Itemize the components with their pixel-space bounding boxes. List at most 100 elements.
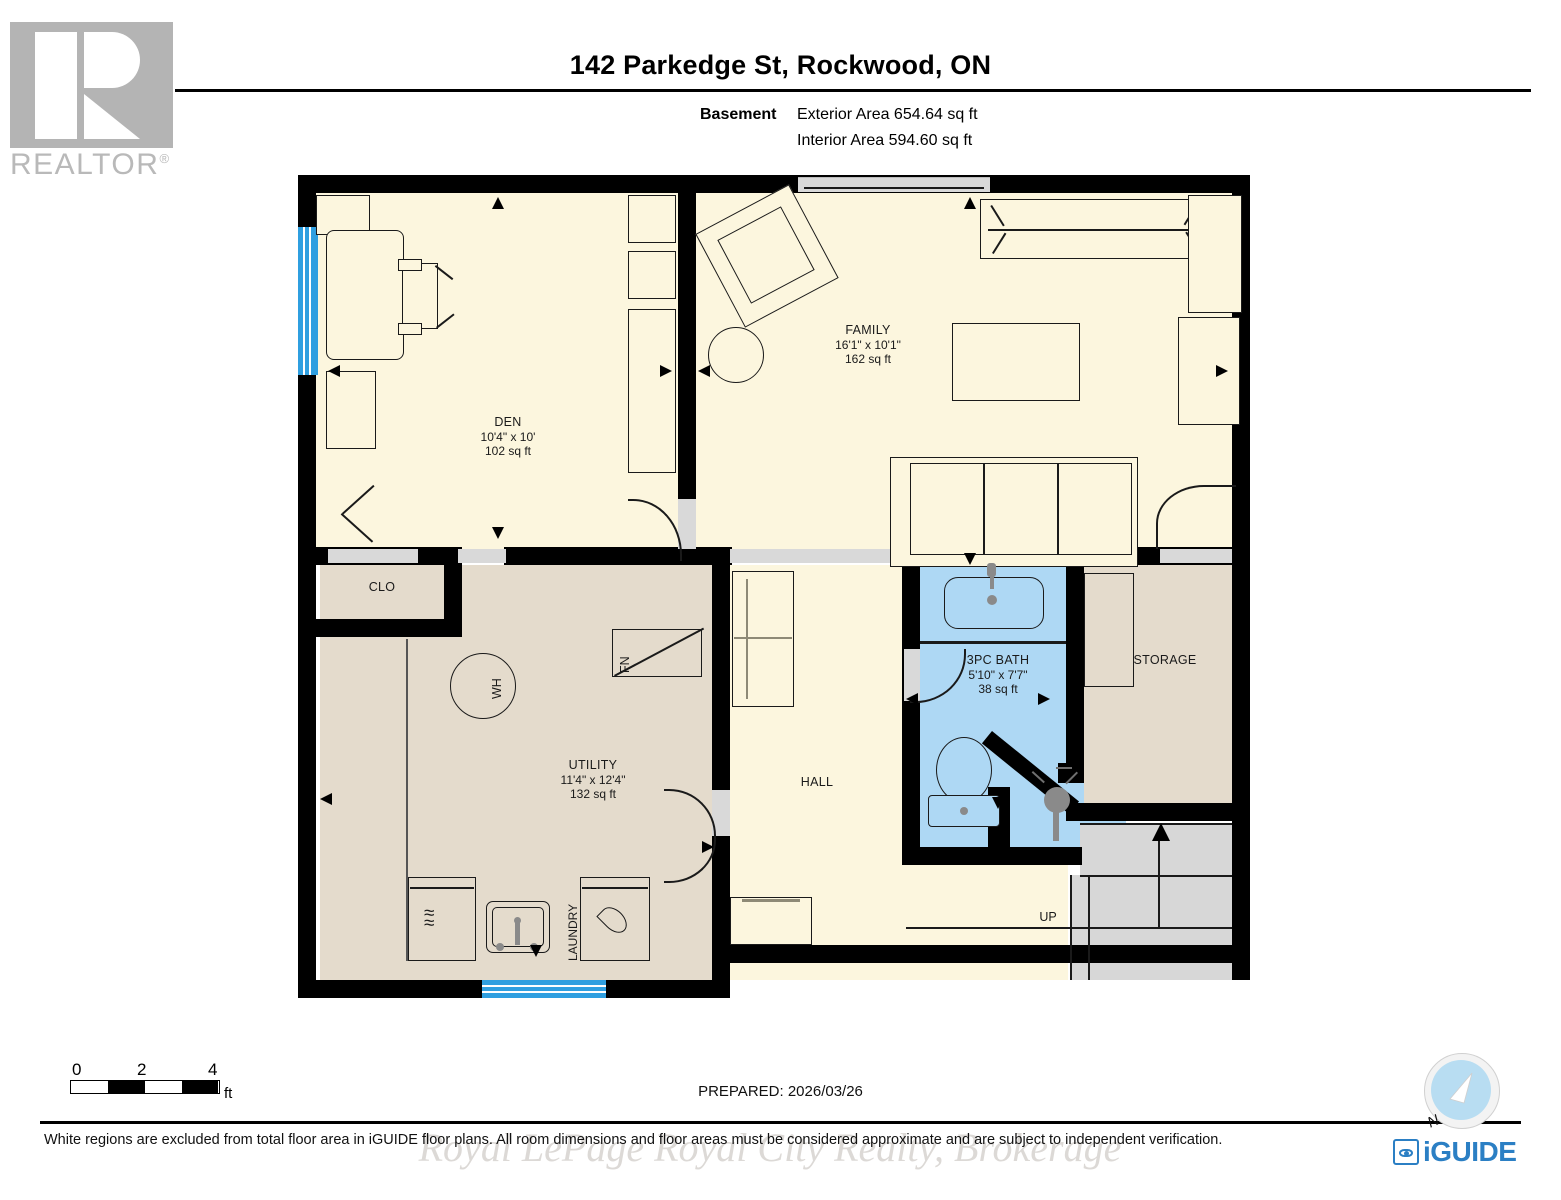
family-sofa-cushion-3 [1058,463,1132,555]
view-arrow-family-bottom [964,553,976,565]
laundry-sink-spout [515,923,520,945]
den-shelf-3 [628,309,676,473]
family-console-line [988,229,1202,231]
wall-storage-bottom [1066,803,1250,821]
hall-bench [730,897,812,945]
den-desk-edge-bottom [398,323,422,335]
stair-riser-1 [1070,875,1072,980]
bath-vanity-counter-line [920,641,1066,644]
family-shelf-right-top [1188,195,1242,313]
wall-bath-storage-lower [1058,763,1084,783]
washer-wave-icon: ≈≈ [424,903,435,934]
footer-divider [40,1121,1521,1124]
disclaimer-text: White regions are excluded from total fl… [44,1132,1223,1148]
toilet-tank [928,795,1000,827]
interior-area: Interior Area 594.60 sq ft [797,132,973,149]
family-sofa-cushion-2 [984,463,1058,555]
den-shelf-1 [628,195,676,243]
stair-tread-3 [906,927,1232,929]
exterior-wall-right-lower [1232,815,1250,963]
room-label-family: FAMILY 16'1" x 10'1" 162 sq ft [835,323,901,366]
window-laundry-bottom [482,980,606,998]
toilet-bowl [936,737,992,803]
scale-tick-0: 0 [72,1060,82,1079]
den-desk-edge-top [398,259,422,271]
toilet-flush-dot [960,807,968,815]
floor-plan: WH FN ≈≈ LAUNDRY UP [298,175,1250,1007]
opening-family-bottom [730,549,900,563]
prepared-date: PREPARED: 2026/03/26 [698,1083,863,1100]
den-shelf-2 [628,251,676,299]
view-arrow-utility-right [702,841,714,853]
stair-up-arrow-icon [1152,823,1170,841]
room-label-hall: HALL [800,775,834,789]
exterior-area: Exterior Area 654.64 sq ft [797,106,978,123]
laundry-sink-knob-l [496,943,504,951]
view-arrow-bath-left [906,693,918,705]
scale-bar [70,1080,220,1094]
wall-clo-bottom [298,619,462,637]
realtor-wordmark: REALTOR® [10,148,171,181]
stair-riser-2 [1088,875,1090,980]
view-arrow-shower-right [1038,693,1050,705]
opening-den-bottom-left [328,549,418,563]
window-family-top [798,177,990,192]
den-cabinet-top [316,195,370,235]
view-arrow-family-right [1216,365,1228,377]
view-arrow-den-left [328,365,340,377]
exterior-wall-top [298,175,1250,193]
view-arrow-den-top [492,197,504,209]
washer-top-line [410,887,474,889]
view-arrow-family-top [964,197,976,209]
wall-den-family [678,193,696,499]
water-heater [450,653,516,719]
family-sofa-cushion-1 [910,463,984,555]
stair-direction-line [1158,835,1160,927]
shower-pipe [1053,809,1059,841]
view-arrow-utility-left [320,793,332,805]
stairs-up-label: UP [1039,910,1057,924]
family-corner-swing [1156,485,1236,549]
dryer-top-line [582,887,648,889]
shower-spray-2 [1056,767,1072,769]
wall-clo-right [444,547,462,637]
family-round-table [708,327,764,383]
compass-needle-icon [1449,1072,1473,1104]
room-label-clo: CLO [368,580,396,594]
scale-tick-4: 4 [208,1060,218,1079]
title-divider [175,89,1531,92]
room-label-storage: STORAGE [1133,653,1197,667]
dryer [580,877,650,961]
den-bed [326,230,404,360]
laundry-label: LAUNDRY [566,903,580,961]
iguide-logo: iGUIDE [1393,1135,1533,1169]
stair-tread-2 [1080,875,1232,877]
iguide-mark-icon [1393,1139,1419,1165]
room-label-3pc-bath: 3PC BATH 5'10" x 7'7" 38 sq ft [966,653,1030,696]
opening-den-bottom [458,549,506,563]
window-family-top-line [804,187,984,189]
realtor-logo: REALTOR® [10,22,182,200]
view-arrow-toilet [992,797,1004,809]
room-label-utility: UTILITY 11'4" x 12'4" 132 sq ft [560,758,626,801]
wall-utility-right [712,547,730,790]
view-arrow-den-bottom [492,527,504,539]
compass-rose: N [1424,1053,1500,1131]
exterior-wall-left [298,175,316,998]
den-nightstand [326,371,376,449]
opening-family-right-door [1160,549,1232,563]
wall-hall-bath [902,547,920,865]
wall-utility-right-lower [712,835,730,980]
room-label-den: DEN 10'4" x 10' 102 sq ft [480,415,536,458]
page-title: 142 Parkedge St, Rockwood, ON [569,50,992,80]
hall-closet-div-v [746,579,748,699]
shower-head [1044,787,1070,813]
realtor-r-icon [10,22,173,148]
view-arrow-family-left [698,365,710,377]
exterior-wall-bottom-right [712,945,1250,963]
storage-shelf [1084,573,1134,687]
view-arrow-den-right [660,365,672,377]
scale-unit: ft [224,1085,233,1102]
family-coffee-table [952,323,1080,401]
washer [408,877,476,961]
